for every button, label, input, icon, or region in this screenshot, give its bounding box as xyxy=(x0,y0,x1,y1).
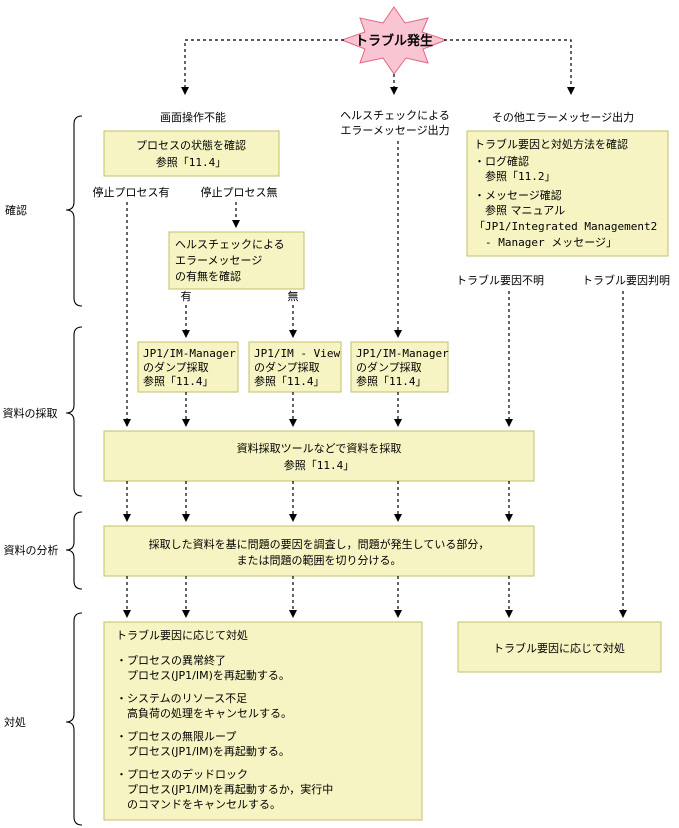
brace-analyze xyxy=(65,511,83,590)
analysis-line-2: または問題の範囲を切り分ける。 xyxy=(237,553,402,567)
branch-health-label-1: ヘルスチェックによる xyxy=(340,109,450,122)
dump-1-line-3: 参照「11.4」 xyxy=(143,374,214,388)
brace-respond xyxy=(65,612,83,826)
respond-item-2-line-2: 高負荷の処理をキャンセルする。 xyxy=(116,706,292,720)
respond-main-title: トラブル要因に応じて対処 xyxy=(116,628,248,642)
other-check-line-4: 参照 マニュアル xyxy=(474,203,565,217)
brace-collect xyxy=(65,326,83,497)
dump-box-manager-2: JP1/IM-Manager のダンプ採取 参照「11.4」 xyxy=(350,341,449,393)
respond-item-1-line-2: プロセス(JP1/IM)を再起動する。 xyxy=(116,668,290,682)
start-label: トラブル発生 xyxy=(355,33,433,49)
health-check-line-1: ヘルスチェックによる xyxy=(175,238,285,251)
other-check-title: トラブル要因と対処方法を確認 xyxy=(474,137,628,151)
health-check-box: ヘルスチェックによる エラーメッセージ の有無を確認 xyxy=(168,231,305,290)
branch-health-label-2: エラーメッセージ出力 xyxy=(340,123,449,137)
other-check-line-2: 参照「11.2」 xyxy=(474,169,556,183)
respond-known-label: トラブル要因に応じて対処 xyxy=(493,641,625,655)
health-check-line-2: エラーメッセージ xyxy=(175,254,262,267)
branch-other-label: その他エラーメッセージ出力 xyxy=(492,110,634,124)
start-burst: トラブル発生 xyxy=(340,6,448,75)
dump-box-manager-1: JP1/IM-Manager のダンプ採取 参照「11.4」 xyxy=(137,341,239,393)
other-check-line-1: ・ログ確認 xyxy=(474,154,529,168)
process-check-line-2: 参照「11.4」 xyxy=(156,155,227,169)
dump-box-view: JP1/IM - View のダンプ採取 参照「11.4」 xyxy=(248,341,342,393)
dump-2-line-1: JP1/IM - View xyxy=(254,347,340,360)
respond-item-3-line-1: ・プロセスの無限ループ xyxy=(116,729,236,743)
respond-item-4-line-2: プロセス(JP1/IM)を再起動するか，実行中 xyxy=(116,782,333,796)
cause-known-label: トラブル要因判明 xyxy=(582,273,670,287)
process-check-line-1: プロセスの状態を確認 xyxy=(136,138,246,152)
flow-arrows xyxy=(123,141,627,618)
dump-3-line-3: 参照「11.4」 xyxy=(356,374,427,388)
phase-analyze-label: 資料の分析 xyxy=(4,543,59,557)
phase-collect-label: 資料の採取 xyxy=(3,406,58,420)
dump-1-line-1: JP1/IM-Manager xyxy=(143,347,236,360)
other-check-line-6: - Manager メッセージ」 xyxy=(474,236,617,249)
brace-confirm xyxy=(65,115,83,307)
respond-item-3-line-2: プロセス(JP1/IM)を再起動する。 xyxy=(116,744,290,758)
analysis-box: 採取した資料を基に問題の要因を調査し，問題が発生している部分， または問題の範囲… xyxy=(103,525,535,577)
top-connectors xyxy=(181,39,575,95)
other-check-box: トラブル要因と対処方法を確認 ・ログ確認 参照「11.2」 ・メッセージ確認 参… xyxy=(466,130,669,257)
other-check-line-3: ・メッセージ確認 xyxy=(474,188,562,202)
collect-tool-line-1: 資料採取ツールなどで資料を採取 xyxy=(237,441,402,455)
respond-main-box: トラブル要因に応じて対処 ・プロセスの異常終了 プロセス(JP1/IM)を再起動… xyxy=(103,621,423,821)
dump-3-line-2: のダンプ採取 xyxy=(356,360,422,374)
analysis-line-1: 採取した資料を基に問題の要因を調査し，問題が発生している部分， xyxy=(149,537,490,551)
cause-unknown-label: トラブル要因不明 xyxy=(456,273,544,287)
connector-start-other xyxy=(444,39,575,95)
collect-tool-line-2: 参照「11.4」 xyxy=(284,458,355,472)
connector-start-screen xyxy=(181,39,344,95)
respond-item-2-line-1: ・システムのリソース不足 xyxy=(116,692,247,705)
process-check-box: プロセスの状態を確認 参照「11.4」 xyxy=(103,130,280,177)
phase-braces xyxy=(65,115,83,826)
respond-item-4-line-3: のコマンドをキャンセルする。 xyxy=(116,798,281,811)
stopped-process-no-label: 停止プロセス無 xyxy=(201,185,278,199)
dump-2-line-3: 参照「11.4」 xyxy=(254,374,325,388)
phase-confirm-label: 確認 xyxy=(5,203,27,217)
respond-item-1-line-1: ・プロセスの異常終了 xyxy=(116,653,226,667)
respond-known-box: トラブル要因に応じて対処 xyxy=(457,621,662,673)
phase-respond-label: 対処 xyxy=(4,715,26,729)
stopped-process-yes-label: 停止プロセス有 xyxy=(93,185,170,199)
health-no-label: 無 xyxy=(288,289,299,303)
health-yes-label: 有 xyxy=(181,289,192,303)
collect-tool-box: 資料採取ツールなどで資料を採取 参照「11.4」 xyxy=(103,430,535,482)
dump-1-line-2: のダンプ採取 xyxy=(143,360,209,374)
respond-item-4-line-1: ・プロセスのデッドロック xyxy=(116,767,248,781)
branch-screen-label: 画面操作不能 xyxy=(160,110,226,124)
dump-2-line-2: のダンプ採取 xyxy=(254,360,320,374)
health-check-line-3: の有無を確認 xyxy=(175,269,241,283)
other-check-line-5: 「JP1/Integrated Management2 xyxy=(474,220,657,233)
dump-3-line-1: JP1/IM-Manager xyxy=(356,347,449,360)
